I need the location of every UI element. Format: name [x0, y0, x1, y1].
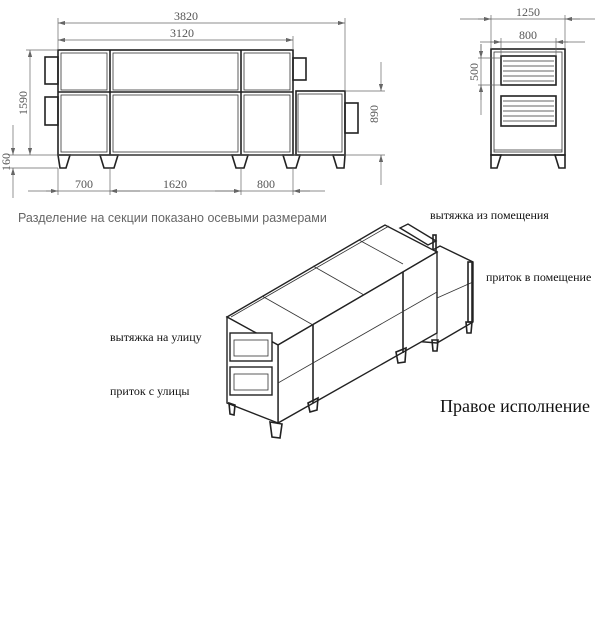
dim-section-1: 700: [75, 177, 93, 191]
dim-section-2: 1620: [163, 177, 187, 191]
label-supply-from-street: приток с улицы: [110, 384, 189, 398]
dim-leg-height: 160: [0, 153, 13, 171]
isometric-view: вытяжка из помещения приток в помещение …: [110, 208, 591, 439]
dim-main-length: 3120: [170, 26, 194, 40]
label-supply-to-room: приток в помещение: [486, 270, 591, 284]
view-title: Правое исполнение: [440, 396, 590, 416]
grille-bottom: [500, 95, 557, 127]
dim-height: 1590: [16, 91, 30, 115]
dim-duct-height: 500: [467, 63, 481, 81]
side-view: 1250 800 500: [460, 5, 595, 169]
dim-overall-length: 3820: [174, 9, 198, 23]
label-exhaust-to-street: вытяжка на улицу: [110, 330, 202, 344]
front-view: 3820 3120 1590 160 890 700 1620 800: [0, 9, 385, 198]
legs: [57, 154, 346, 169]
section-note: Разделение на секции показано осевыми ра…: [18, 211, 327, 225]
dim-section-3: 800: [257, 177, 275, 191]
grille-top: [500, 55, 557, 86]
label-exhaust-from-room: вытяжка из помещения: [430, 208, 549, 222]
dim-module-height: 890: [367, 105, 381, 123]
dim-width: 1250: [516, 5, 540, 19]
dim-duct-width: 800: [519, 28, 537, 42]
